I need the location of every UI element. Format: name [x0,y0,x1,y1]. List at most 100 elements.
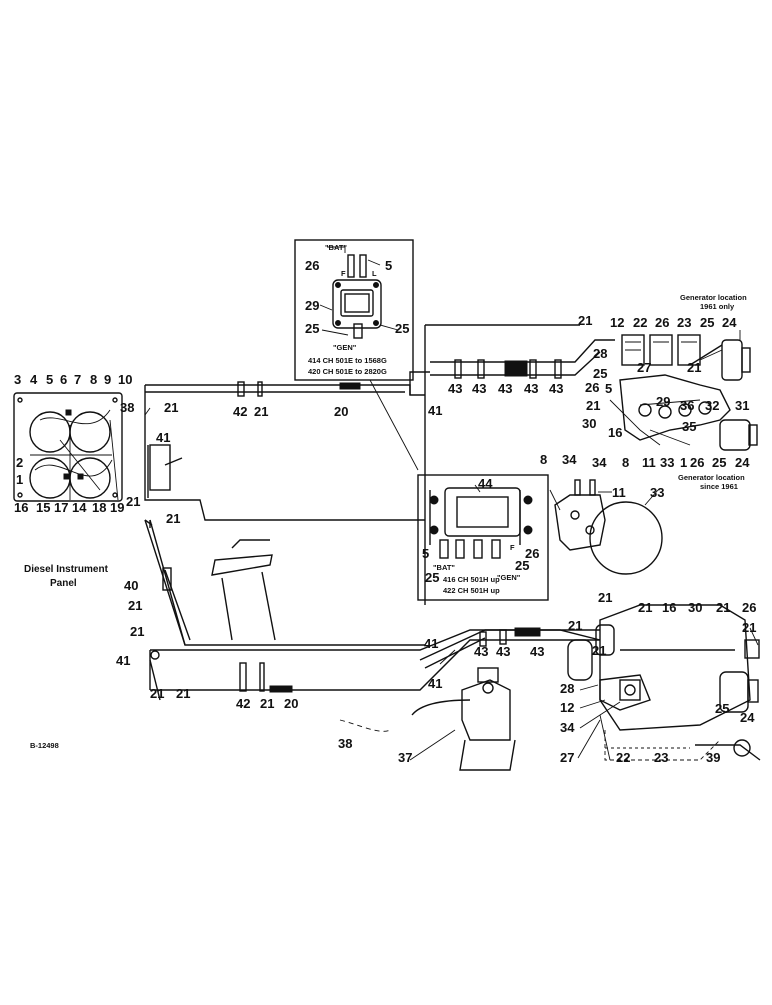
callout-1-r: 1 [680,455,687,470]
starter-assembly [567,624,760,761]
callout-17: 17 [54,500,68,515]
callout-21-r-b: 21 [687,360,701,375]
gen-loc-since-line2: since 1961 [700,482,738,491]
callout-43-b-b: 43 [496,644,510,659]
inset2-f-label: F [510,543,515,552]
callout-21-l-c: 21 [150,686,164,701]
callout-28-b: 28 [560,681,574,696]
callout-27-b: 27 [560,750,574,765]
callout-20-top: 20 [334,404,348,419]
inset1-bat-label: "BAT" [325,243,347,252]
engine-upper-right [609,334,758,451]
callout-24-r-b: 24 [735,455,750,470]
callout-21-b-f: 21 [592,643,606,658]
callout-38-bottom: 38 [338,736,352,751]
callout-21-l-d: 21 [176,686,190,701]
callout-41-b-a: 41 [424,636,438,651]
callout-30-r: 30 [582,416,596,431]
callout-12-r: 12 [610,315,624,330]
callout-24-b: 24 [740,710,755,725]
callout-21-b-e: 21 [568,618,582,633]
leader-lines [144,330,759,761]
callout-40: 40 [124,578,138,593]
callout-21-r-a: 21 [578,313,592,328]
callout-22-b: 22 [616,750,630,765]
callout-41-l: 41 [116,653,130,668]
callout-8: 8 [90,372,97,387]
center-solenoid-assembly [549,479,663,575]
callout-25-b: 25 [715,701,729,716]
inset1-f-label: F [341,269,346,278]
panel-title-line1: Diesel Instrument [24,564,109,575]
left-vertical-wiring [144,444,191,701]
callout-21-l-a: 21 [128,598,142,613]
callout-25-r-b: 25 [593,366,607,381]
inset1-serial-line1: 414 CH 501E to 1568G [308,356,387,365]
callout-34-b: 34 [560,720,575,735]
callout-25-r-a: 25 [700,315,714,330]
callout-25-inset2-a: 25 [515,558,529,573]
callout-22-r: 22 [633,315,647,330]
callout-34-center: 34 [562,452,577,467]
callout-43-top-c: 43 [498,381,512,396]
inset1-serial-line2: 420 CH 501E to 2820G [308,367,387,376]
callout-33-center: 33 [650,485,664,500]
callout-10: 10 [118,372,132,387]
callout-41-mid: 41 [428,403,442,418]
callout-41-b-b: 41 [428,676,442,691]
dashed-cable-38 [339,719,391,732]
callout-42-top: 42 [233,404,247,419]
callout-21-b-b: 21 [638,600,652,615]
callout-8-center: 8 [540,452,547,467]
callout-30-b: 30 [688,600,702,615]
inset1-gen-label: "GEN" [333,343,357,352]
callout-5-inset2: 5 [422,546,429,561]
callout-26-r-b: 26 [585,380,599,395]
callout-25-inset1-b: 25 [395,321,409,336]
callout-38-panel: 38 [120,400,134,415]
callout-25-inset1-a: 25 [305,321,319,336]
callout-20-bottom: 20 [284,696,298,711]
callout-27-r: 27 [637,360,651,375]
callout-5-inset1: 5 [385,258,392,273]
gen-loc-1961-line1: Generator location [680,293,747,302]
callout-32-r: 32 [705,398,719,413]
callout-21-bottom: 21 [260,696,274,711]
callout-31-r: 31 [735,398,749,413]
callout-42-bottom: 42 [236,696,250,711]
callout-41-left: 41 [156,430,170,445]
regulator-inset-early [294,239,414,381]
callout-28-r: 28 [593,346,607,361]
inset-leader-line [369,379,419,471]
inset2-gen-label: "GEN" [497,573,521,582]
callout-18: 18 [92,500,106,515]
callout-5-r: 5 [605,381,612,396]
instrument-panel [13,392,123,502]
callout-11-r: 11 [642,455,656,470]
callout-16-panel: 16 [14,500,28,515]
callout-39-b: 39 [706,750,720,765]
callout-29-inset1: 29 [305,298,319,313]
callout-9: 9 [104,372,111,387]
inset2-serial-line2: 422 CH 501H up [443,586,500,595]
callout-12-b: 12 [560,700,574,715]
callout-16-r: 16 [608,425,622,440]
callout-43-top-b: 43 [472,381,486,396]
callout-6: 6 [60,372,67,387]
callout-14: 14 [72,500,87,515]
callout-29-r: 29 [656,394,670,409]
callout-43-b-a: 43 [474,644,488,659]
callout-25-inset2-b: 25 [425,570,439,585]
panel-title-line2: Panel [50,578,77,589]
callout-5: 5 [46,372,53,387]
gen-loc-1961-line2: 1961 only [700,302,735,311]
callout-21-r-c: 21 [586,398,600,413]
callout-21-b-c: 21 [716,600,730,615]
callout-37: 37 [398,750,412,765]
harness-tape-marks [237,359,562,693]
callout-26-inset1: 26 [305,258,319,273]
callout-23-b: 23 [654,750,668,765]
callout-21-left-b: 21 [166,511,180,526]
callout-8-r: 8 [622,455,629,470]
callout-16-b: 16 [662,600,676,615]
